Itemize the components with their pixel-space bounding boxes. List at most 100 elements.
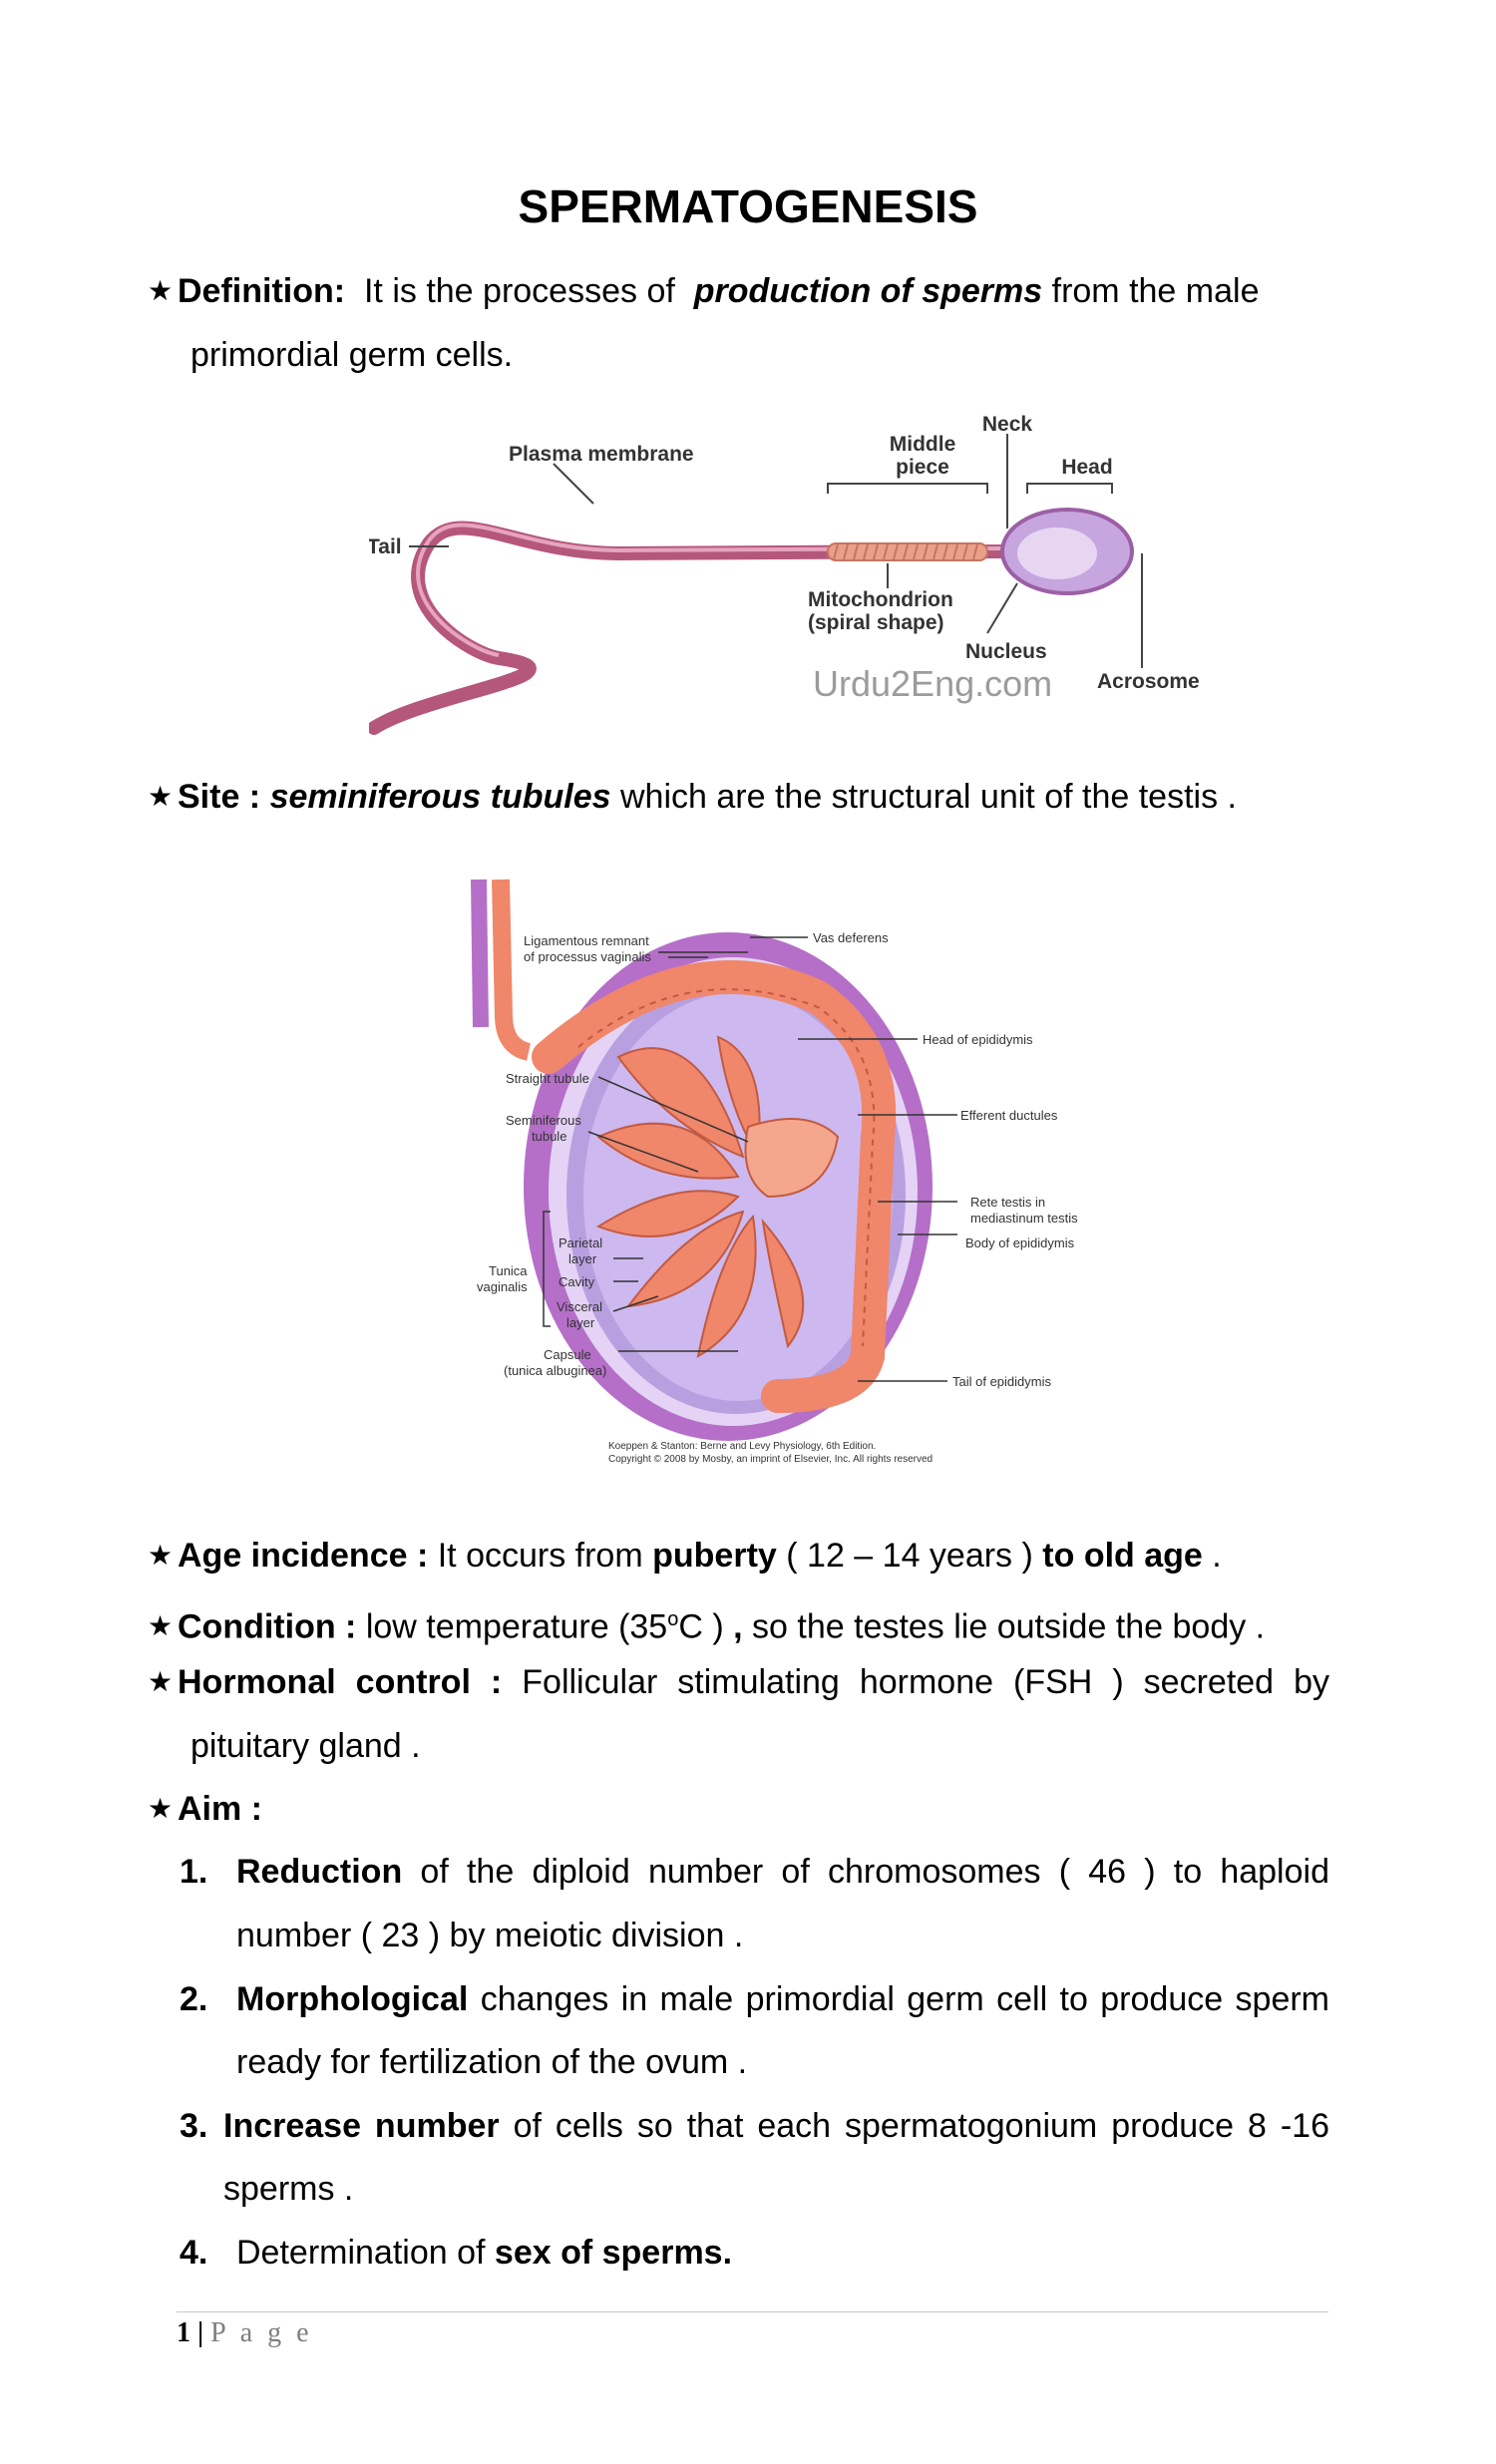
label-capsule-1: Capsule bbox=[544, 1347, 591, 1362]
label-capsule-2: (tunica albuginea) bbox=[504, 1363, 606, 1378]
label-mitochondrion-2: (spiral shape) bbox=[808, 611, 944, 634]
page-title: SPERMATOGENESIS bbox=[518, 180, 978, 232]
age-text-1: It occurs from bbox=[437, 1537, 643, 1575]
page-number: 1 bbox=[177, 2317, 190, 2348]
epididymis bbox=[532, 960, 897, 1413]
label-vas-deferens: Vas deferens bbox=[813, 930, 889, 945]
hormonal-line: ★Hormonal control : Follicular stimulati… bbox=[148, 1662, 1329, 1702]
label-middle-piece-1: Middle bbox=[890, 433, 956, 456]
aim-item-1-continuation: number ( 23 ) by meiotic division . bbox=[236, 1917, 744, 1954]
definition-continuation: primordial germ cells. bbox=[190, 336, 514, 374]
definition-label: Definition: bbox=[178, 272, 346, 310]
watermark-text: Urdu2Eng.com bbox=[813, 663, 1052, 704]
aim-item-4: Determination of sex of sperms. bbox=[236, 2233, 732, 2273]
label-parietal-2: layer bbox=[568, 1251, 597, 1266]
aim-item-3-continuation: sperms . bbox=[223, 2170, 354, 2208]
star-bullet-icon: ★ bbox=[148, 275, 174, 306]
aim-item-2-bold: Morphological bbox=[236, 1980, 469, 2018]
vas-deferens bbox=[492, 879, 532, 1061]
label-acrosome: Acrosome bbox=[1097, 670, 1200, 693]
condition-text-3: so the testes lie outside the body . bbox=[752, 1607, 1266, 1646]
condition-comma: , bbox=[733, 1607, 743, 1646]
sperm-tail-highlight bbox=[416, 523, 1008, 657]
label-tunica-1: Tunica bbox=[489, 1263, 528, 1278]
label-plasma-membrane: Plasma membrane bbox=[509, 443, 694, 466]
definition-line: ★Definition: It is the processes of prod… bbox=[148, 271, 1259, 311]
label-nucleus: Nucleus bbox=[965, 640, 1047, 663]
star-bullet-icon: ★ bbox=[148, 1610, 174, 1642]
aim-item-1-number: 1. bbox=[180, 1853, 208, 1891]
page-footer: 1 | P a g e bbox=[177, 2315, 313, 2351]
label-efferent: Efferent ductules bbox=[960, 1108, 1058, 1123]
aim-line: ★Aim : bbox=[148, 1789, 262, 1829]
aim-item-4-bold: sex of sperms. bbox=[494, 2234, 733, 2272]
label-mitochondrion-1: Mitochondrion bbox=[808, 588, 953, 611]
label-tunica-2: vaginalis bbox=[477, 1279, 528, 1294]
label-neck: Neck bbox=[982, 413, 1033, 436]
age-text-3: . bbox=[1212, 1537, 1222, 1575]
rete-testis bbox=[744, 1118, 840, 1199]
aim-item-3: Increase number of cells so that each sp… bbox=[223, 2106, 1329, 2146]
aim-item-3-bold: Increase number bbox=[223, 2107, 500, 2145]
label-tail-epididymis: Tail of epididymis bbox=[952, 1374, 1051, 1389]
aim-item-2-continuation: ready for fertilization of the ovum . bbox=[236, 2043, 748, 2081]
aim-item-1: Reduction of the diploid number of chrom… bbox=[236, 1852, 1329, 1892]
condition-label: Condition : bbox=[178, 1607, 357, 1646]
condition-text-1: low temperature (35 bbox=[365, 1607, 668, 1646]
degree-sup: o bbox=[667, 1608, 679, 1630]
site-text: which are the structural unit of the tes… bbox=[620, 778, 1237, 816]
definition-emphasis: production of sperms bbox=[693, 272, 1043, 310]
label-visceral-2: layer bbox=[566, 1315, 595, 1330]
label-ligamentous-1: Ligamentous remnant bbox=[524, 933, 649, 948]
footer-rule bbox=[177, 2311, 1328, 2312]
aim-item-3-number: 3. bbox=[180, 2107, 208, 2145]
mitochondria-spiral bbox=[833, 543, 978, 560]
sperm-diagram: Neck Middle piece Head Plasma membrane T… bbox=[369, 413, 1200, 735]
sperm-nucleus bbox=[1017, 528, 1097, 579]
label-parietal-1: Parietal bbox=[559, 1235, 602, 1250]
age-text-2: ( 12 – 14 years ) bbox=[786, 1537, 1033, 1575]
hormonal-text: Follicular stimulating hormone (FSH ) se… bbox=[522, 1663, 1330, 1701]
age-incidence-line: ★Age incidence : It occurs from puberty … bbox=[148, 1536, 1222, 1576]
age-bold-1: puberty bbox=[652, 1537, 777, 1575]
testis-diagram bbox=[471, 879, 933, 1441]
label-rete-1: Rete testis in bbox=[970, 1195, 1045, 1210]
page-label: P a g e bbox=[210, 2317, 313, 2348]
vas-sheath bbox=[471, 879, 489, 1028]
star-bullet-icon: ★ bbox=[148, 1793, 174, 1824]
testis-labels: Ligamentous remnant of processus vaginal… bbox=[477, 930, 1078, 1465]
definition-text-2: from the male bbox=[1051, 272, 1260, 310]
label-rete-2: mediastinum testis bbox=[970, 1211, 1078, 1226]
age-bold-2: to old age bbox=[1042, 1537, 1203, 1575]
aim-item-2: Morphological changes in male primordial… bbox=[236, 1979, 1329, 2019]
label-middle-piece-2: piece bbox=[896, 456, 949, 479]
label-straight-tubule: Straight tubule bbox=[506, 1071, 589, 1086]
star-bullet-icon: ★ bbox=[148, 1666, 174, 1697]
epididymis-coils bbox=[577, 988, 876, 1347]
credit-text-2: Copyright © 2008 by Mosby, an imprint of… bbox=[608, 1454, 933, 1465]
aim-item-2-number: 2. bbox=[180, 1980, 208, 2018]
aim-item-2-text: changes in male primordial germ cell to … bbox=[480, 1980, 1329, 2018]
aim-item-1-bold: Reduction bbox=[236, 1853, 403, 1891]
label-head-epididymis: Head of epididymis bbox=[923, 1032, 1033, 1047]
label-seminiferous-2: tubule bbox=[532, 1129, 566, 1144]
site-line: ★Site : seminiferous tubules which are t… bbox=[148, 777, 1237, 817]
star-bullet-icon: ★ bbox=[148, 1540, 174, 1571]
label-ligamentous-2: of processus vaginalis bbox=[524, 949, 651, 964]
label-seminiferous-1: Seminiferous bbox=[506, 1113, 581, 1128]
age-label: Age incidence : bbox=[178, 1537, 429, 1575]
hormonal-colon: : bbox=[490, 1663, 503, 1701]
condition-line: ★Condition : low temperature (35oC ) , s… bbox=[148, 1599, 1265, 1646]
star-bullet-icon: ★ bbox=[148, 781, 174, 812]
aim-item-3-text: of cells so that each spermatogonium pro… bbox=[513, 2107, 1330, 2145]
aim-item-4-number: 4. bbox=[180, 2234, 208, 2272]
label-head: Head bbox=[1061, 456, 1112, 479]
label-visceral-1: Visceral bbox=[557, 1299, 602, 1314]
hormonal-continuation: pituitary gland . bbox=[190, 1727, 421, 1765]
hormonal-label: Hormonal control bbox=[178, 1663, 471, 1701]
sperm-leader-lines bbox=[409, 434, 1143, 668]
aim-label: Aim : bbox=[178, 1790, 262, 1828]
aim-item-4-text: Determination of bbox=[236, 2234, 486, 2272]
credit-text-1: Koeppen & Stanton: Berne and Levy Physio… bbox=[608, 1441, 876, 1452]
label-cavity: Cavity bbox=[559, 1274, 595, 1289]
